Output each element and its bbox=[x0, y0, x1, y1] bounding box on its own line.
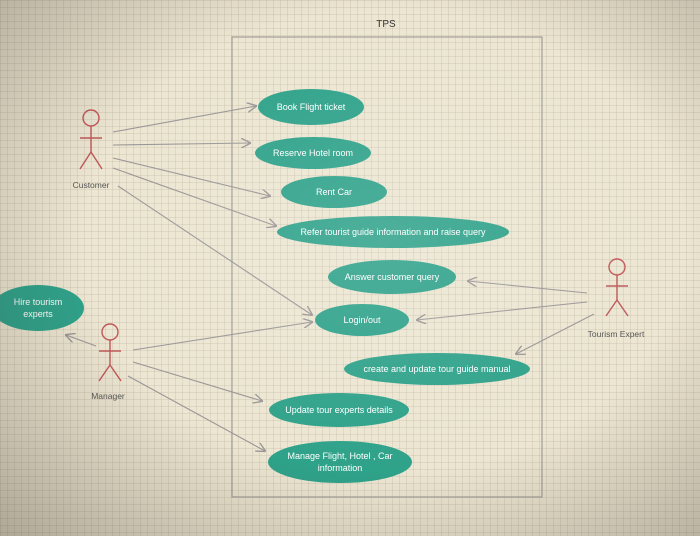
arrow-manager-hire bbox=[66, 335, 97, 347]
arrow-expert-login bbox=[417, 301, 588, 320]
use-case-label: create and update tour guide manual bbox=[363, 364, 510, 374]
arrow-customer-book-flight bbox=[112, 106, 256, 133]
use-case-label-line1: Hire tourism bbox=[14, 297, 63, 307]
arrow-manager-login bbox=[132, 322, 312, 351]
use-case-update-experts[interactable]: Update tour experts details bbox=[269, 393, 409, 427]
actor-customer[interactable] bbox=[79, 109, 103, 170]
customer-associations bbox=[112, 106, 312, 315]
expert-associations bbox=[417, 281, 595, 354]
use-case-label: Reserve Hotel room bbox=[273, 148, 353, 158]
arrow-expert-answer-query bbox=[468, 281, 588, 294]
use-case-label: Update tour experts details bbox=[285, 405, 393, 415]
use-case-book-flight[interactable]: Book Flight ticket bbox=[258, 89, 364, 125]
actor-tourism-expert[interactable] bbox=[605, 258, 629, 317]
actor-tourism-expert-label: Tourism Expert bbox=[588, 329, 645, 339]
use-case-create-guide[interactable]: create and update tour guide manual bbox=[344, 353, 530, 385]
arrow-manager-update-experts bbox=[132, 361, 262, 401]
arrow-customer-rent-car bbox=[112, 157, 270, 196]
use-case-label: Book Flight ticket bbox=[277, 102, 346, 112]
use-case-hire-experts[interactable]: Hire tourism experts bbox=[0, 285, 84, 331]
use-case-label: Login/out bbox=[343, 315, 381, 325]
manager-associations bbox=[66, 322, 312, 451]
use-case-rent-car[interactable]: Rent Car bbox=[281, 176, 387, 208]
system-title: TPS bbox=[376, 19, 396, 30]
use-case-reserve-hotel[interactable]: Reserve Hotel room bbox=[255, 137, 371, 169]
use-case-label: Rent Car bbox=[316, 187, 352, 197]
use-case-label-line2: information bbox=[318, 463, 363, 473]
arrow-expert-create-guide bbox=[516, 313, 595, 354]
system-boundary bbox=[231, 36, 543, 498]
use-case-label-line2: experts bbox=[23, 309, 53, 319]
use-case-login[interactable]: Login/out bbox=[315, 304, 409, 336]
actor-manager[interactable] bbox=[98, 323, 122, 382]
arrow-customer-refer-guide bbox=[112, 167, 276, 226]
arrow-customer-reserve-hotel bbox=[112, 143, 250, 145]
use-case-refer-guide[interactable]: Refer tourist guide information and rais… bbox=[277, 216, 509, 248]
use-case-answer-query[interactable]: Answer customer query bbox=[328, 260, 456, 294]
actor-manager-label: Manager bbox=[91, 391, 125, 401]
actor-customer-label: Customer bbox=[73, 180, 110, 190]
arrow-manager-manage-info bbox=[127, 375, 265, 451]
use-case-label: Answer customer query bbox=[345, 272, 440, 282]
use-case-label-line1: Manage Flight, Hotel , Car bbox=[287, 451, 392, 461]
arrow-customer-login bbox=[117, 185, 312, 315]
use-case-manage-info[interactable]: Manage Flight, Hotel , Car information bbox=[268, 441, 412, 483]
use-case-label: Refer tourist guide information and rais… bbox=[300, 227, 486, 237]
